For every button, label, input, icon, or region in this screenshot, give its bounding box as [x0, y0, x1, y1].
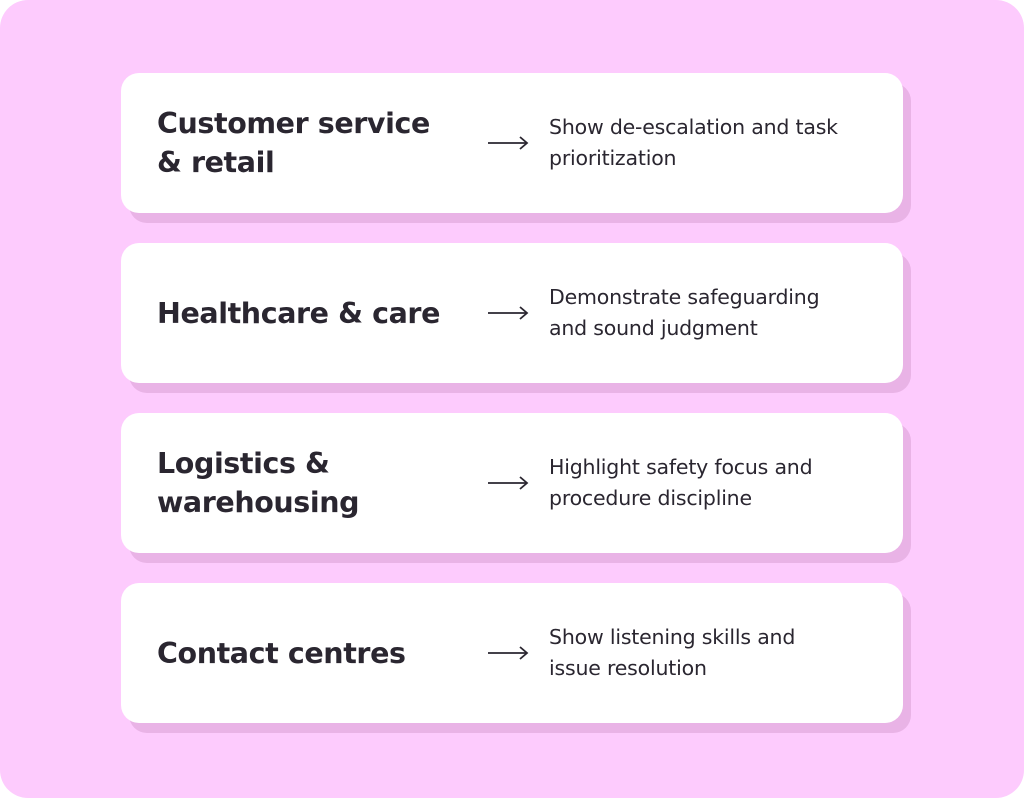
long-right-arrow-icon	[488, 136, 529, 150]
row-card-contact-centres: Contact centres Show listening skills an…	[121, 583, 911, 733]
sector-title: Contact centres	[157, 636, 406, 670]
card: Healthcare & care Demonstrate safeguardi…	[121, 243, 903, 383]
sector-title: Customer service & retail	[157, 107, 430, 179]
advice-text: Show listening skills and issue resoluti…	[549, 625, 796, 680]
advice-text: Demonstrate safeguarding and sound judgm…	[549, 285, 820, 340]
card: Contact centres Show listening skills an…	[121, 583, 903, 723]
advice-text: Show de-escalation and task prioritizati…	[549, 115, 838, 170]
advice-text: Highlight safety focus and procedure dis…	[549, 455, 813, 510]
card: Customer service & retail Show de-escala…	[121, 73, 903, 213]
long-right-arrow-icon	[488, 646, 529, 660]
card: Logistics & warehousing Highlight safety…	[121, 413, 903, 553]
sector-title: Healthcare & care	[157, 296, 441, 330]
sector-title: Logistics & warehousing	[157, 447, 360, 519]
row-card-customer-service: Customer service & retail Show de-escala…	[121, 73, 911, 223]
long-right-arrow-icon	[488, 476, 529, 490]
row-card-healthcare: Healthcare & care Demonstrate safeguardi…	[121, 243, 911, 393]
long-right-arrow-icon	[488, 306, 529, 320]
row-card-logistics: Logistics & warehousing Highlight safety…	[121, 413, 911, 563]
